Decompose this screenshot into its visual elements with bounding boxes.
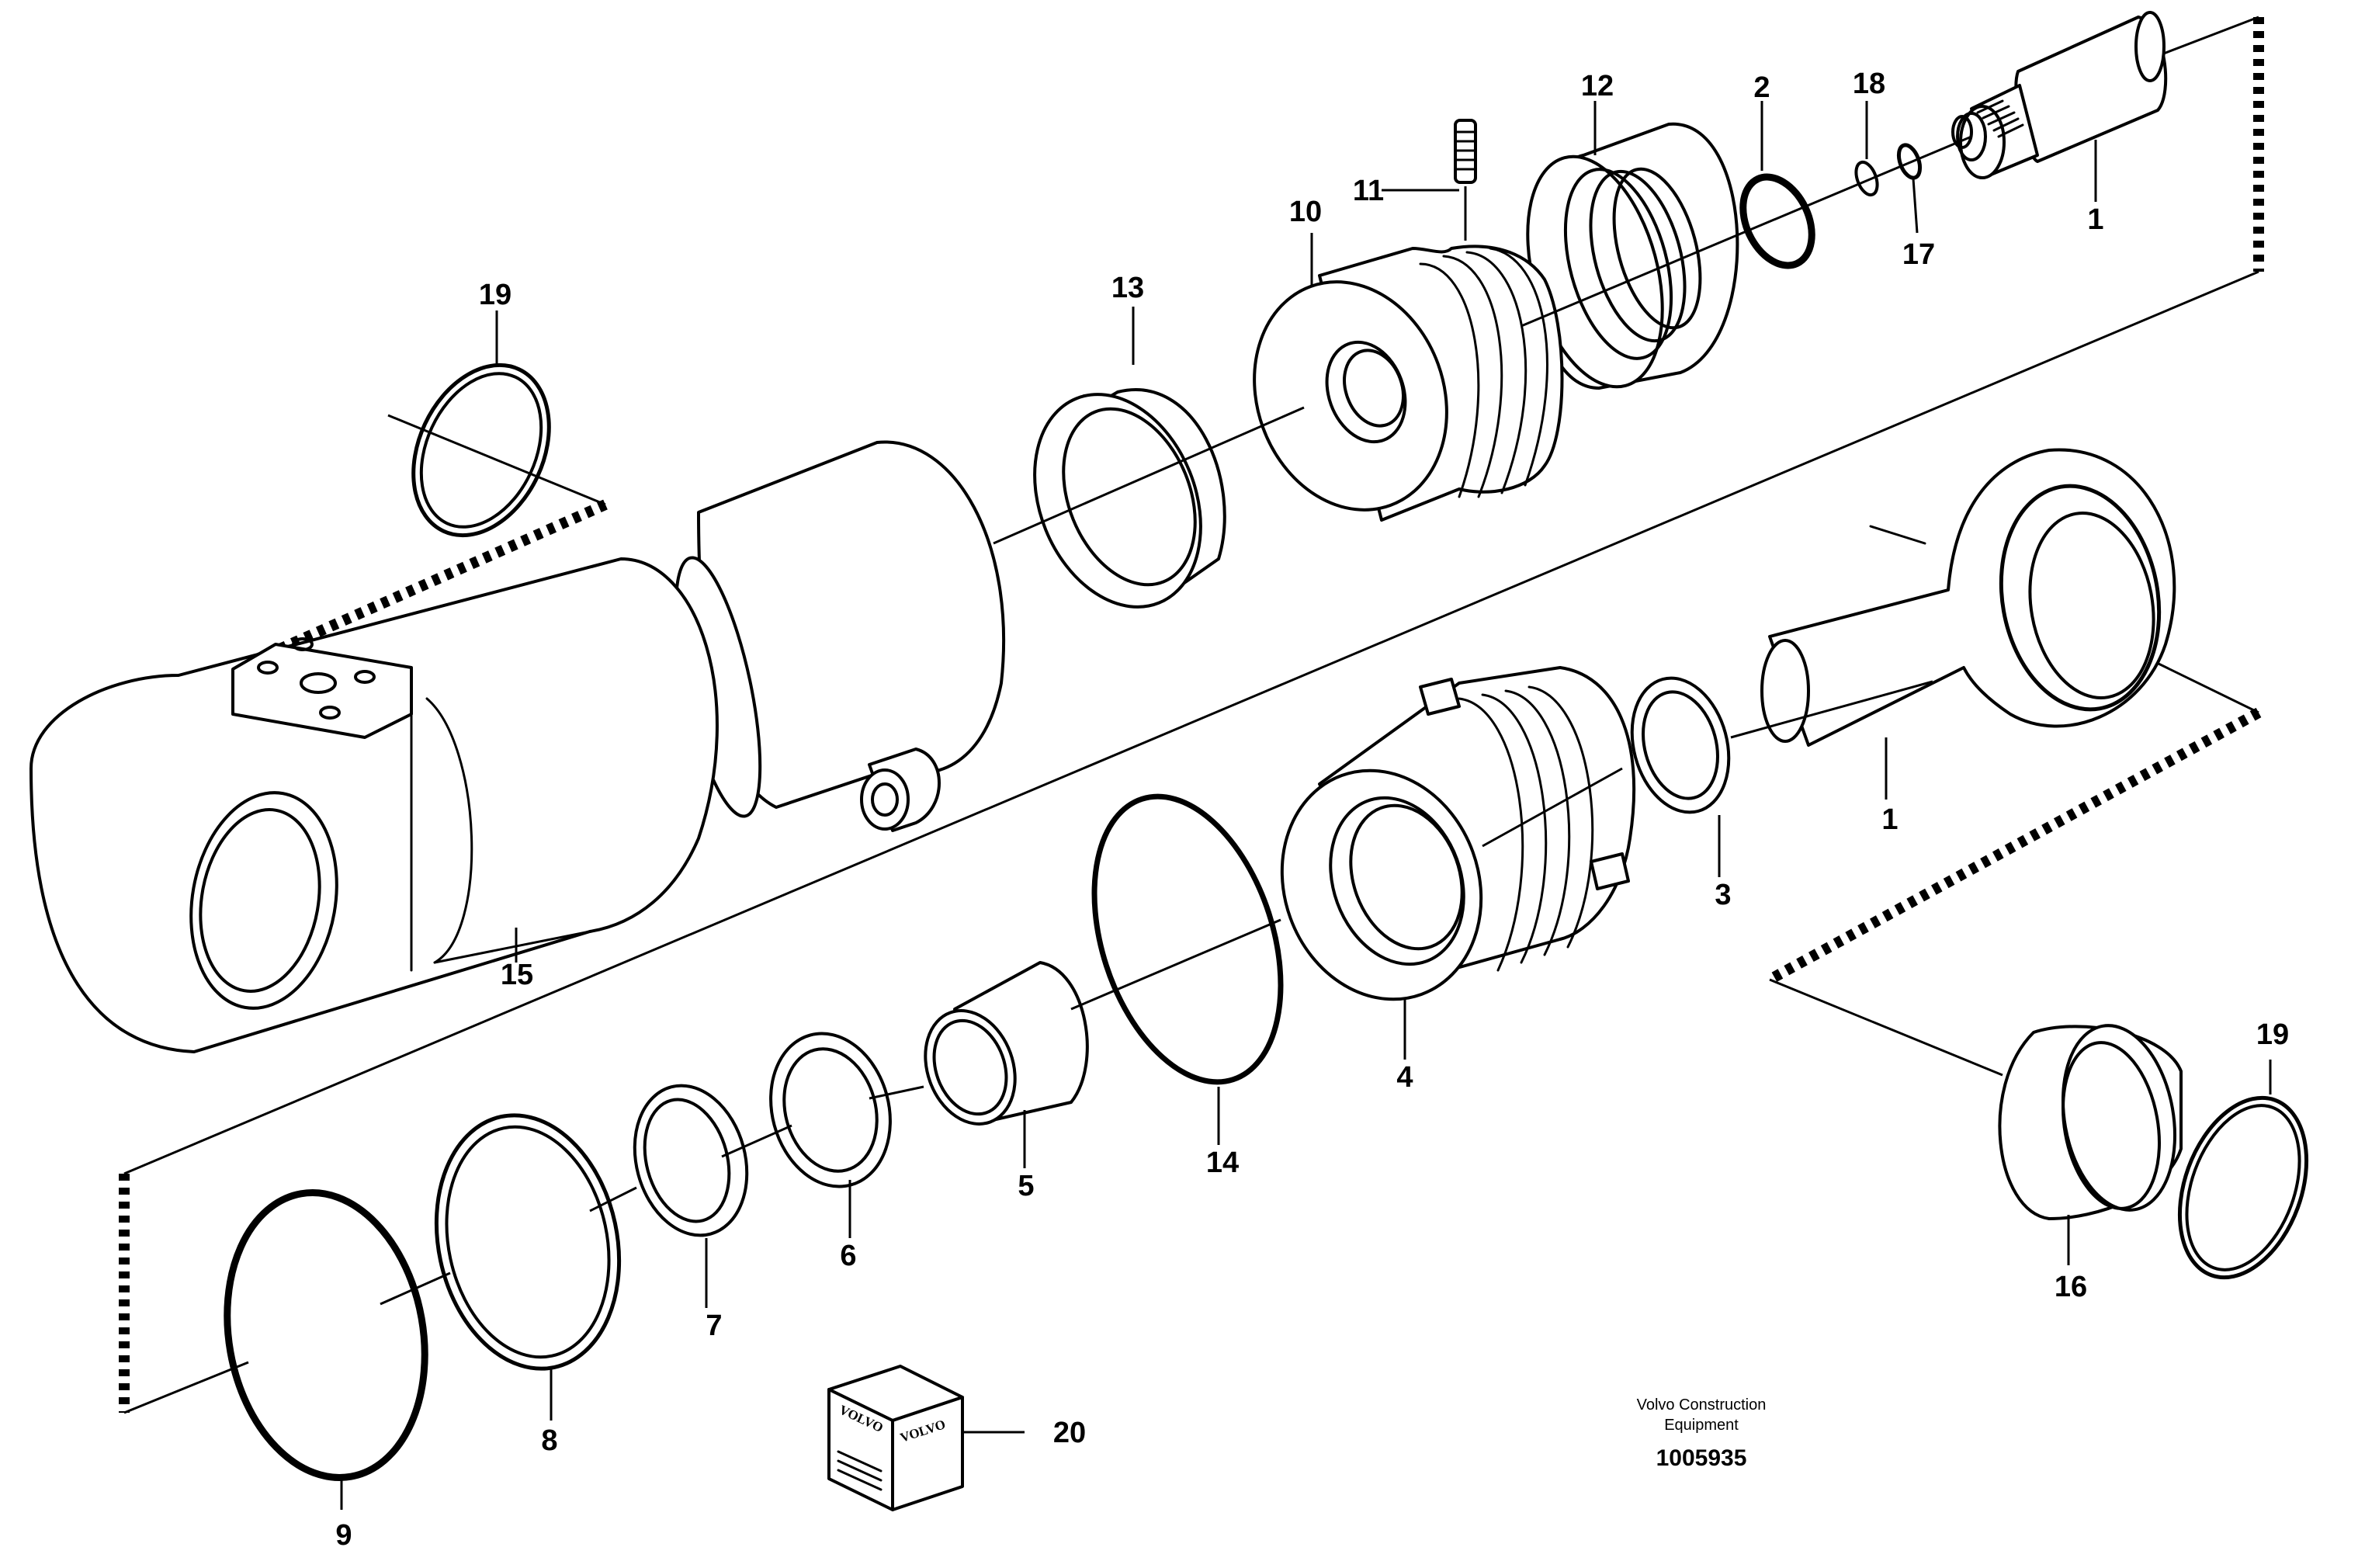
assembly-axes bbox=[380, 135, 1972, 1306]
label-12: 12 bbox=[1581, 70, 1614, 102]
rod-eye-1 bbox=[1760, 448, 2176, 747]
label-16: 16 bbox=[2055, 1271, 2087, 1303]
seal-6 bbox=[769, 1032, 892, 1188]
company-name-line1: Volvo Construction bbox=[1637, 1396, 1767, 1414]
label-1-mid: 1 bbox=[1881, 803, 1898, 836]
leader-lines bbox=[340, 101, 2272, 1510]
label-8: 8 bbox=[541, 1424, 557, 1457]
piston-10 bbox=[1253, 245, 1564, 522]
seal-kit-box-20: VOLVO VOLVO bbox=[827, 1365, 964, 1511]
label-13: 13 bbox=[1111, 272, 1144, 304]
o-ring-2 bbox=[1739, 173, 1815, 269]
o-ring-9 bbox=[224, 1189, 428, 1481]
ring-13 bbox=[1033, 388, 1226, 609]
piston-rod-top bbox=[1951, 11, 2168, 179]
footer: Volvo Construction Equipment 1005935 bbox=[1637, 1396, 1767, 1471]
label-7: 7 bbox=[706, 1310, 722, 1342]
label-10: 10 bbox=[1289, 196, 1322, 228]
wiper-7 bbox=[633, 1084, 749, 1237]
label-3: 3 bbox=[1715, 879, 1731, 911]
label-6: 6 bbox=[840, 1240, 856, 1272]
callout-labels: 1 2 18 17 12 11 10 13 19 15 1 3 4 14 5 6… bbox=[335, 68, 2289, 1552]
ring-8 bbox=[434, 1113, 622, 1371]
lock-ring-19-right bbox=[2177, 1095, 2309, 1280]
bushing-16 bbox=[1998, 1024, 2183, 1220]
cylinder-head-12 bbox=[1526, 122, 1739, 390]
company-name-line2: Equipment bbox=[1664, 1417, 1739, 1434]
bushing-5 bbox=[924, 961, 1089, 1126]
label-20: 20 bbox=[1053, 1417, 1086, 1449]
ring-3 bbox=[1630, 676, 1731, 814]
label-11: 11 bbox=[1353, 175, 1384, 207]
set-screw-11 bbox=[1454, 119, 1477, 241]
label-1-top: 1 bbox=[2087, 203, 2103, 236]
label-19-left: 19 bbox=[479, 279, 511, 311]
label-14: 14 bbox=[1206, 1147, 1239, 1179]
label-18: 18 bbox=[1853, 68, 1885, 100]
label-4: 4 bbox=[1396, 1061, 1413, 1094]
gland-4 bbox=[1280, 666, 1636, 1001]
document-number: 1005935 bbox=[1656, 1445, 1747, 1471]
label-19-right: 19 bbox=[2256, 1018, 2289, 1051]
backup-ring-18 bbox=[1854, 160, 1879, 197]
label-9: 9 bbox=[335, 1519, 352, 1552]
label-2: 2 bbox=[1753, 71, 1770, 104]
label-5: 5 bbox=[1018, 1170, 1034, 1202]
label-15: 15 bbox=[501, 959, 533, 991]
label-17: 17 bbox=[1902, 238, 1935, 271]
o-ring-14 bbox=[1091, 793, 1284, 1085]
cylinder-barrel-15 bbox=[29, 440, 1006, 1053]
o-ring-17 bbox=[1896, 143, 1923, 180]
